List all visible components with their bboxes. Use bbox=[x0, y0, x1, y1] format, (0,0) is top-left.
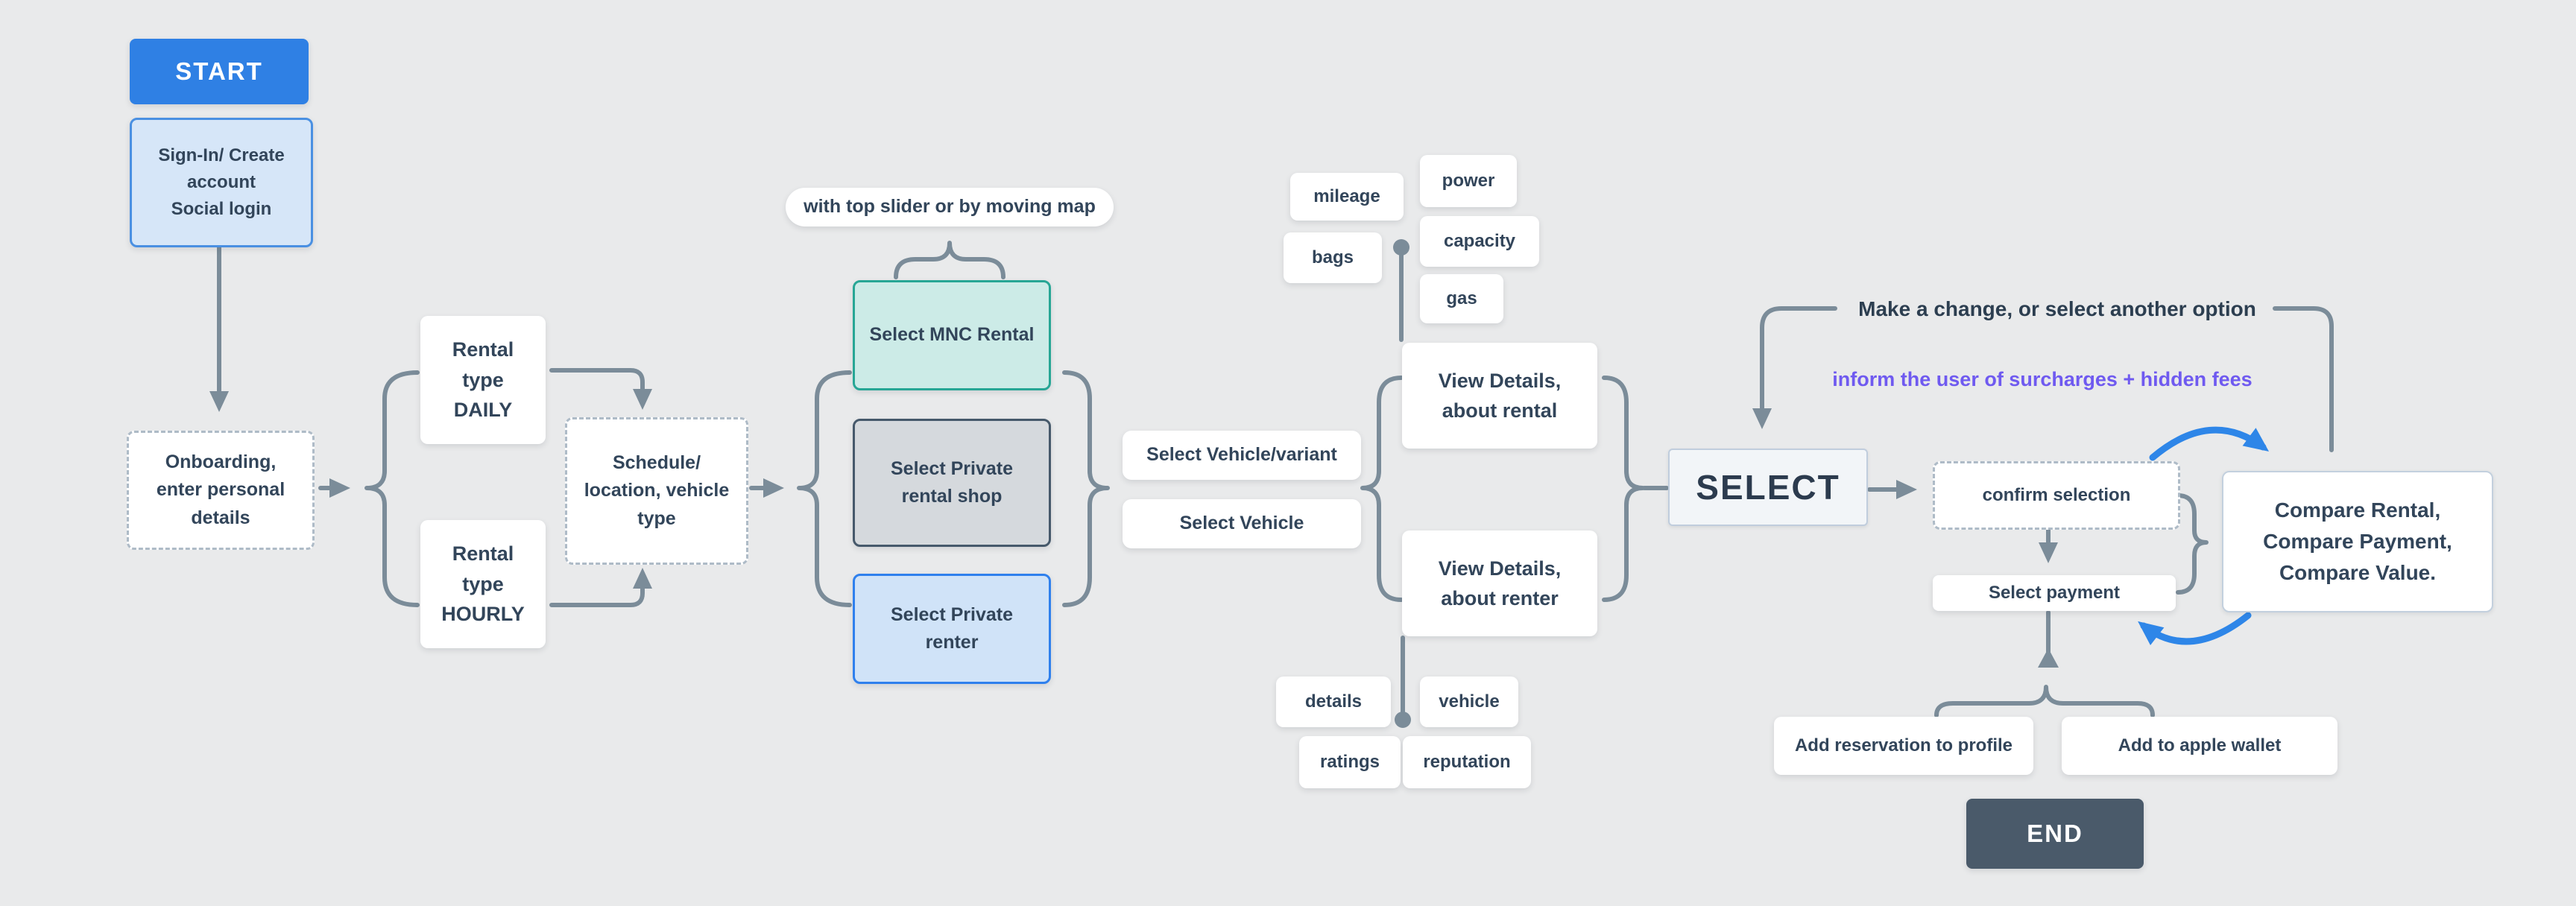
slider-note-label: with top slider or by moving map bbox=[786, 188, 1114, 226]
select-mnc-rental-node[interactable]: Select MNC Rental bbox=[853, 280, 1051, 390]
schedule-location-node[interactable]: Schedule/ location, vehicle type bbox=[565, 417, 748, 565]
tag-vehicle: vehicle bbox=[1420, 677, 1518, 727]
arrow-daily-schedule bbox=[549, 368, 652, 410]
select-private-shop-node[interactable]: Select Private rental shop bbox=[853, 419, 1051, 547]
rental-type-daily-node[interactable]: Rental type DAILY bbox=[420, 316, 546, 444]
view-details-rental-node[interactable]: View Details, about rental bbox=[1402, 343, 1597, 449]
brace-to-viewdetails bbox=[1360, 376, 1404, 602]
signin-node[interactable]: Sign-In/ Create account Social login bbox=[130, 118, 313, 247]
make-change-label: Make a change, or select another option bbox=[1858, 297, 2256, 320]
add-wallet-node[interactable]: Add to apple wallet bbox=[2062, 717, 2337, 775]
brace-providers bbox=[797, 370, 852, 607]
blue-arrow-confirm-compare bbox=[2149, 426, 2270, 461]
brace-rental-types bbox=[364, 370, 420, 607]
brace-to-vehicle bbox=[1062, 370, 1110, 607]
blue-arrow-compare-payment bbox=[2138, 612, 2252, 645]
loop-make-change-right bbox=[2273, 306, 2334, 452]
tag-ratings: ratings bbox=[1299, 736, 1401, 788]
select-node[interactable]: SELECT bbox=[1668, 449, 1868, 526]
select-payment-node[interactable]: Select payment bbox=[1933, 575, 2176, 611]
tag-mileage: mileage bbox=[1290, 173, 1404, 221]
start-node[interactable]: START bbox=[130, 39, 309, 104]
select-private-renter-node[interactable]: Select Private renter bbox=[853, 574, 1051, 684]
triangle-payment-branch bbox=[2038, 648, 2059, 668]
select-vehicle-pill[interactable]: Select Vehicle bbox=[1123, 499, 1361, 548]
dot-renter-tags bbox=[1395, 712, 1411, 728]
tag-gas: gas bbox=[1420, 274, 1503, 323]
brace-slider-note bbox=[894, 241, 1006, 279]
tag-bags: bags bbox=[1284, 232, 1382, 283]
tag-details: details bbox=[1276, 677, 1391, 727]
inform-fees-label: inform the user of surcharges + hidden f… bbox=[1832, 367, 2253, 390]
compare-node[interactable]: Compare Rental, Compare Payment, Compare… bbox=[2222, 471, 2493, 612]
brace-add-options bbox=[1934, 685, 2155, 717]
dot-rental-tags bbox=[1393, 239, 1409, 256]
brace-to-select bbox=[1602, 376, 1645, 602]
rental-type-hourly-node[interactable]: Rental type HOURLY bbox=[420, 520, 546, 648]
brace-to-compare bbox=[2176, 493, 2209, 595]
confirm-selection-node[interactable]: confirm selection bbox=[1933, 461, 2180, 530]
select-vehicle-variant-pill[interactable]: Select Vehicle/variant bbox=[1123, 431, 1361, 480]
end-node[interactable]: END bbox=[1966, 799, 2144, 869]
onboarding-node[interactable]: Onboarding, enter personal details bbox=[127, 431, 315, 550]
arrow-hourly-schedule bbox=[549, 568, 652, 607]
view-details-renter-node[interactable]: View Details, about renter bbox=[1402, 530, 1597, 636]
add-reservation-node[interactable]: Add reservation to profile bbox=[1774, 717, 2033, 775]
tag-power: power bbox=[1420, 155, 1517, 207]
tag-capacity: capacity bbox=[1420, 216, 1539, 267]
tag-reputation: reputation bbox=[1403, 736, 1531, 788]
